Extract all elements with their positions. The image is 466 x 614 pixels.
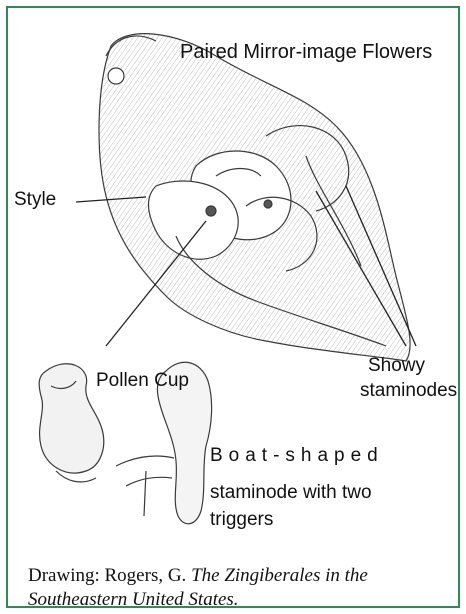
showy-staminodes-label-line1: Showy bbox=[368, 356, 425, 377]
boat-staminode-label-line1: Boat-shaped bbox=[210, 446, 384, 467]
boat-staminode-label-line3: triggers bbox=[210, 510, 273, 531]
paired-flowers-label: Paired Mirror-image Flowers bbox=[180, 41, 432, 63]
pollen-cup-label: Pollen Cup bbox=[96, 371, 189, 392]
style-label: Style bbox=[14, 190, 56, 211]
boat-staminode-label-line2: staminode with two bbox=[210, 483, 372, 504]
showy-staminodes-label-line2: staminodes bbox=[360, 381, 457, 402]
drawing-credit-caption: Drawing: Rogers, G. The Zingiberales in … bbox=[28, 564, 448, 612]
caption-prefix: Drawing: Rogers, G. bbox=[28, 565, 191, 586]
flower-drawing bbox=[16, 16, 454, 551]
figure-frame: Paired Mirror-image Flowers Style Pollen… bbox=[6, 6, 460, 608]
pollen-cup-illustration bbox=[39, 364, 104, 482]
